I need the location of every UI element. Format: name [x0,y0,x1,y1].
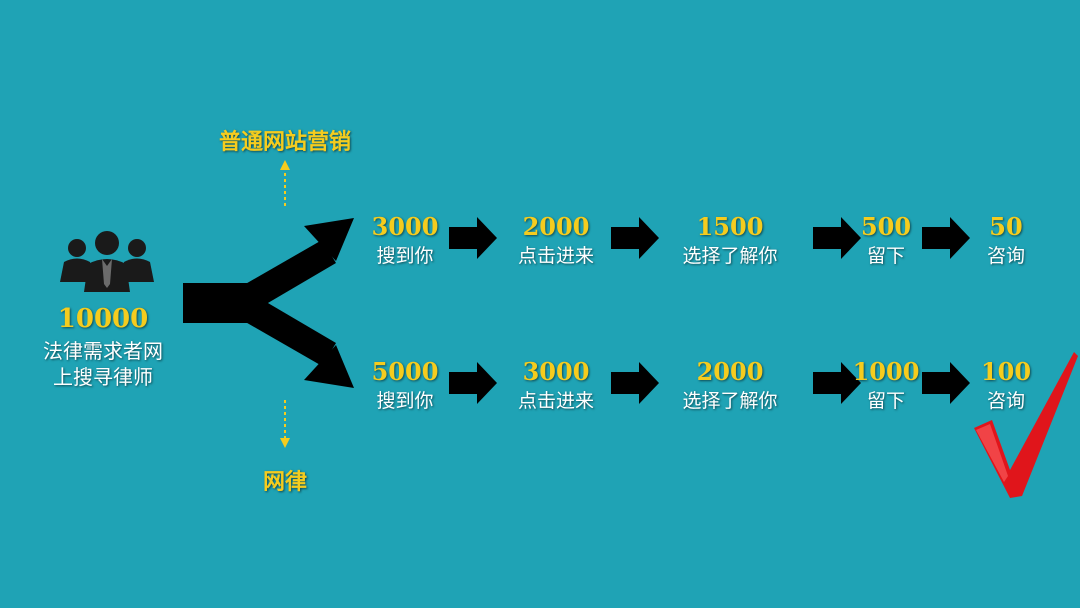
top-step-1-label: 搜到你 [376,245,434,267]
bottom-step-3-value: 2000 [696,357,764,386]
top-step-arrow-3 [813,217,861,259]
bottom-step-5-label: 咨询 [986,390,1025,412]
people-group-icon [60,231,154,292]
top-step-2-value: 2000 [522,212,590,241]
top-step-3-label: 选择了解你 [682,245,778,267]
top-step-arrow-4 [922,217,970,259]
top-step-2-label: 点击进来 [517,245,594,267]
split-arrow [183,218,354,388]
source-label-line2: 上搜寻律师 [53,365,153,389]
top-branch-label: 普通网站营销 [218,130,351,155]
bottom-step-4-value: 1000 [852,357,920,386]
checkmark-icon [974,352,1078,498]
top-step-4-label: 留下 [866,245,905,267]
bottom-step-arrow-1 [449,362,497,404]
bottom-step-4-label: 留下 [866,390,905,412]
bottom-step-arrow-4 [922,362,970,404]
top-step-3-value: 1500 [696,212,764,241]
bottom-step-3-label: 选择了解你 [682,390,778,412]
bottom-step-2-value: 3000 [522,357,590,386]
dotted-up-arrow [280,160,290,206]
bottom-step-5-value: 100 [980,357,1032,386]
source-label-line1: 法律需求者网 [43,339,163,363]
dotted-down-arrow [280,400,290,448]
top-step-arrow-2 [611,217,659,259]
bottom-step-arrow-3 [813,362,861,404]
bottom-step-2-label: 点击进来 [517,390,594,412]
top-step-5-value: 50 [989,212,1023,241]
top-step-4-value: 500 [860,212,912,241]
top-step-1-value: 3000 [371,212,439,241]
bottom-branch-label: 网律 [262,470,307,495]
top-step-arrow-1 [449,217,497,259]
bottom-step-1-value: 5000 [371,357,439,386]
source-count: 10000 [57,304,149,334]
step-arrows [449,217,970,404]
bottom-step-1-label: 搜到你 [376,390,434,412]
bottom-step-arrow-2 [611,362,659,404]
top-step-5-label: 咨询 [986,245,1025,267]
